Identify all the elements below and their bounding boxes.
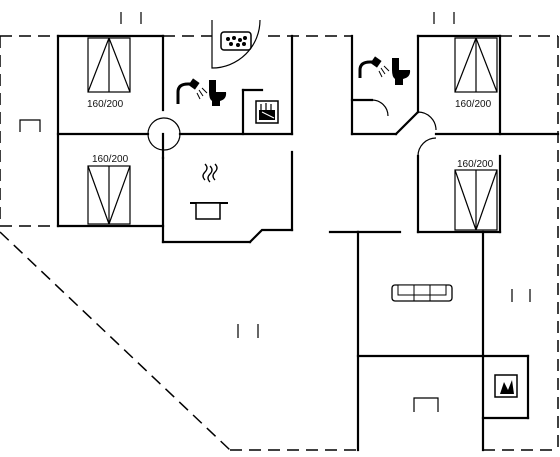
sofa-icon: [391, 284, 453, 302]
toilet-icon: [209, 80, 227, 106]
shower-icon: [358, 56, 390, 78]
bedroom-3-bed-label: 160/200: [455, 99, 492, 110]
bedroom-2-bed: 160/200: [87, 154, 131, 225]
bedroom-1-bed-label: 160/200: [87, 99, 124, 110]
bedroom-1-bed: 160/200: [87, 37, 131, 110]
outer-boundary: [0, 35, 559, 451]
entrance-marks: [19, 119, 439, 412]
hot-tub-icon: [220, 31, 252, 51]
toilet-icon: [392, 58, 411, 85]
cooking-pot-icon: [190, 163, 228, 220]
bedroom-4-bed-label: 160/200: [457, 159, 494, 170]
bedroom-4-bed: 160/200: [454, 159, 498, 231]
walls: [56, 34, 560, 452]
bedroom-2-bed-label: 160/200: [92, 154, 129, 165]
bedroom-3-bed: 160/200: [454, 37, 498, 110]
door-swings: [147, 19, 437, 157]
sauna-icon: [255, 100, 279, 124]
shower-icon: [176, 78, 208, 104]
window-marks: [120, 12, 531, 338]
washer-icon: [494, 374, 518, 398]
